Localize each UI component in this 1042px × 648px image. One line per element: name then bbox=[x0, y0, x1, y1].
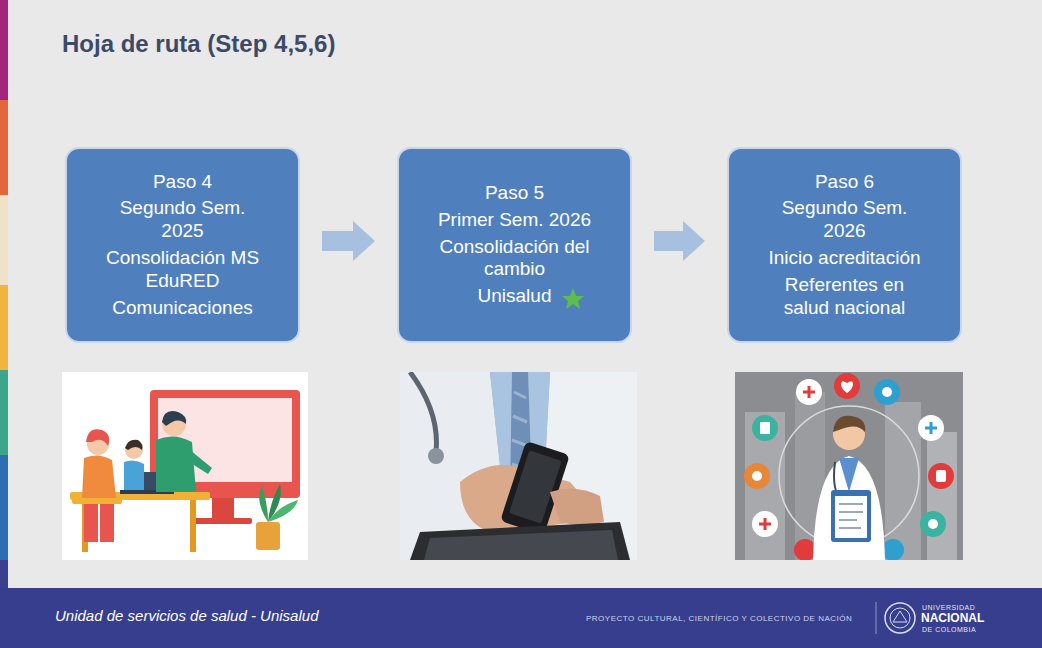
step-text: Consolidación del cambio bbox=[432, 236, 598, 282]
step-text: Primer Sem. 2026 bbox=[438, 209, 591, 232]
step-heading: Paso 4 bbox=[153, 171, 212, 194]
logo-text: UNIVERSIDAD bbox=[922, 604, 975, 611]
family-computer-illustration bbox=[62, 372, 308, 560]
logo-text: NACIONAL bbox=[921, 611, 984, 625]
step-box: Paso 5 Primer Sem. 2026Consolidación del … bbox=[397, 147, 632, 343]
footer-motto: PROYECTO CULTURAL, CIENTÍFICO Y COLECTIV… bbox=[586, 614, 852, 623]
step-text: Segundo Sem. 2025 bbox=[100, 197, 266, 243]
block-arrow bbox=[654, 221, 705, 261]
step-box: Paso 6 Segundo Sem. 2026Inicio acreditaci… bbox=[727, 147, 962, 343]
star-icon bbox=[561, 287, 585, 311]
step-heading: Paso 5 bbox=[485, 182, 544, 205]
health-icons-illustration bbox=[735, 372, 963, 560]
step-text: Segundo Sem. 2026 bbox=[762, 197, 928, 243]
logo-text: DE COLOMBIA bbox=[922, 626, 976, 633]
doctor-phone-photo bbox=[400, 372, 637, 560]
footer-unit-name: Unidad de servicios de salud - Unisalud bbox=[55, 607, 318, 624]
slide-title: Hoja de ruta (Step 4,5,6) bbox=[62, 30, 335, 58]
step-text: Comunicaciones bbox=[112, 297, 252, 320]
step-heading: Paso 6 bbox=[815, 171, 874, 194]
step-text: Referentes en salud nacional bbox=[762, 274, 928, 320]
color-stripes bbox=[0, 0, 10, 590]
step-box: Paso 4 Segundo Sem. 2025Consolidación MS … bbox=[65, 147, 300, 343]
block-arrow bbox=[322, 221, 375, 261]
step-text: Unisalud bbox=[478, 285, 552, 308]
step-text: Inicio acreditación bbox=[768, 247, 920, 270]
step-text: Consolidación MS EduRED bbox=[100, 247, 266, 293]
